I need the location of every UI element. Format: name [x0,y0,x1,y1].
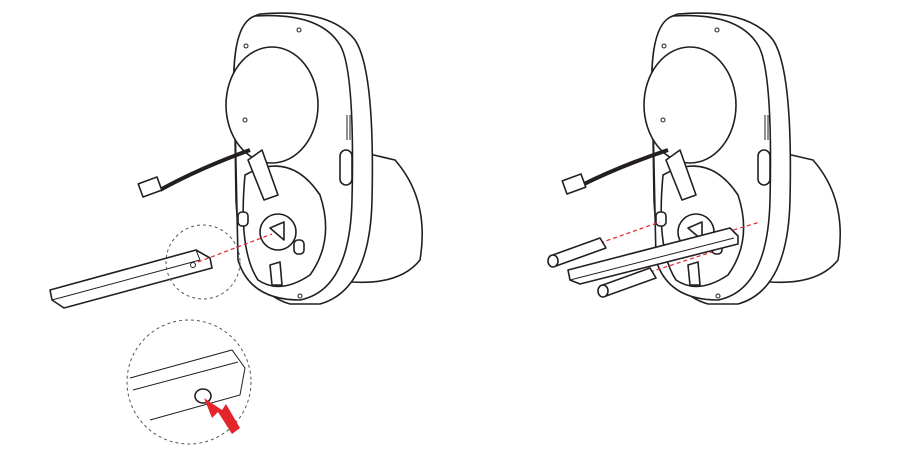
lock-body [225,12,424,305]
panel-step-2 [547,12,842,305]
mounting-post-upper [547,237,607,268]
square-spindle [567,227,739,285]
alignment-guide [197,233,273,263]
push-arrow-icon [204,398,240,434]
square-spindle [49,249,213,309]
panel-step-1 [49,12,424,445]
detail-callout-ring [165,224,241,300]
mounting-post-lower [597,267,657,298]
cable-connector [137,148,251,198]
detail-callout-push-pin [126,319,252,445]
cable-connector [561,148,669,195]
